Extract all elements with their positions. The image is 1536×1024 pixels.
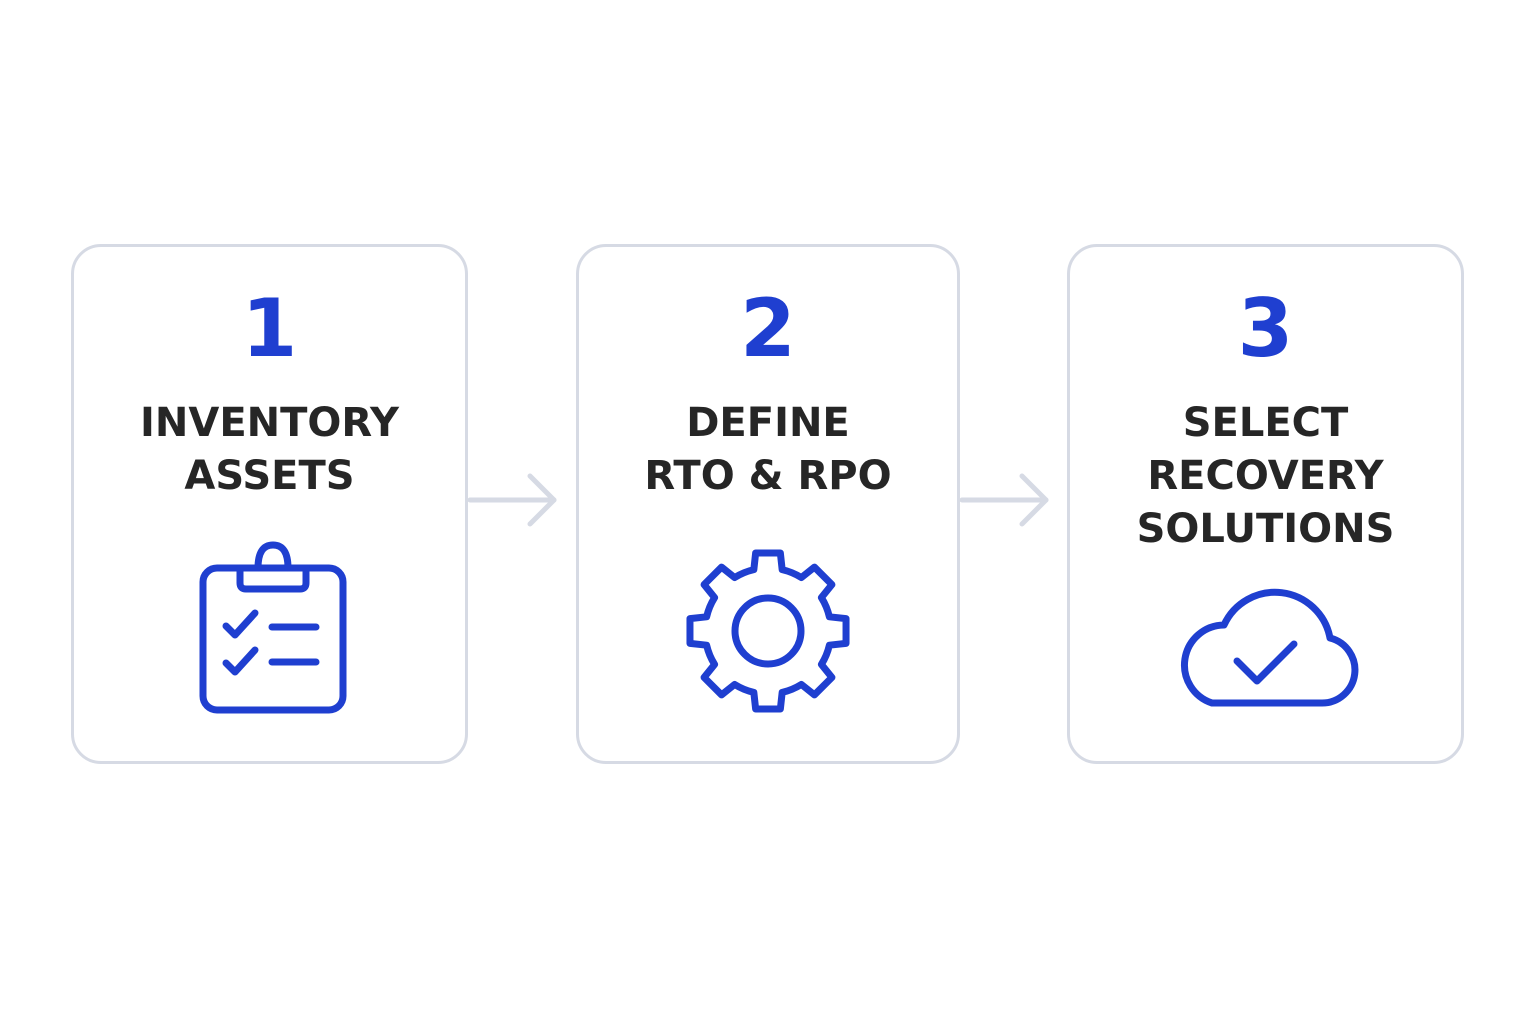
step-title-line: SELECT — [1182, 400, 1349, 446]
step-title-line: INVENTORY — [140, 400, 399, 446]
step-title-line: DEFINE — [686, 400, 850, 446]
step-title-line: RECOVERY — [1147, 453, 1384, 499]
step-number: 1 — [241, 282, 298, 375]
step-number: 3 — [1237, 282, 1294, 375]
step-title-line: ASSETS — [184, 453, 355, 499]
arrow-right-icon — [467, 473, 557, 527]
clipboard-checklist-icon — [199, 541, 347, 714]
step-title: SELECT RECOVERY SOLUTIONS — [1070, 397, 1461, 556]
gear-icon — [686, 549, 850, 713]
arrow-right-icon — [959, 473, 1049, 527]
step-title-line: SOLUTIONS — [1136, 506, 1395, 552]
step-title-line: RTO & RPO — [644, 453, 892, 499]
cloud-check-icon — [1180, 588, 1359, 707]
step-number: 2 — [740, 282, 796, 375]
step-title: INVENTORY ASSETS — [74, 397, 465, 503]
step-card-3: 3 SELECT RECOVERY SOLUTIONS — [1067, 244, 1464, 764]
step-card-1: 1 INVENTORY ASSETS — [71, 244, 468, 764]
step-card-2: 2 DEFINE RTO & RPO — [576, 244, 960, 764]
step-title: DEFINE RTO & RPO — [579, 397, 957, 503]
